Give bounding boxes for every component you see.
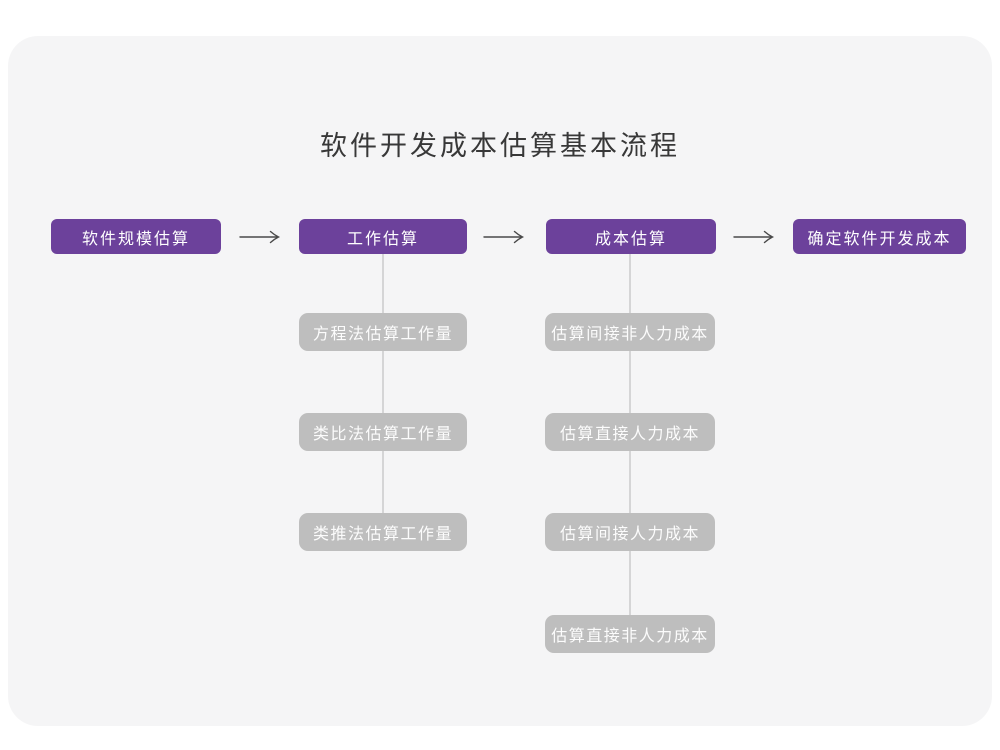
arrow-right-icon [733, 230, 775, 244]
sub-node-direct-labor-cost: 估算直接人力成本 [545, 413, 715, 451]
arrow-right-icon [239, 230, 281, 244]
sub-node-equation-method: 方程法估算工作量 [299, 313, 467, 351]
flow-node-work-estimation: 工作估算 [299, 219, 467, 254]
sub-node-indirect-labor-cost: 估算间接人力成本 [545, 513, 715, 551]
sub-node-analogy-method: 类比法估算工作量 [299, 413, 467, 451]
sub-node-extrapolation-method: 类推法估算工作量 [299, 513, 467, 551]
flow-node-determine-software-dev-cost: 确定软件开发成本 [793, 219, 966, 254]
arrow-right-icon [483, 230, 525, 244]
connector-line-work [382, 254, 384, 532]
sub-node-indirect-nonlabor-cost: 估算间接非人力成本 [545, 313, 715, 351]
flow-node-software-scale-estimation: 软件规模估算 [51, 219, 221, 254]
diagram-card: 软件开发成本估算基本流程 软件规模估算 工作估算 成本估算 确定软件开发成本 方… [8, 36, 992, 726]
diagram-title: 软件开发成本估算基本流程 [320, 131, 680, 161]
sub-node-direct-nonlabor-cost: 估算直接非人力成本 [545, 615, 715, 653]
flow-node-cost-estimation: 成本估算 [546, 219, 716, 254]
